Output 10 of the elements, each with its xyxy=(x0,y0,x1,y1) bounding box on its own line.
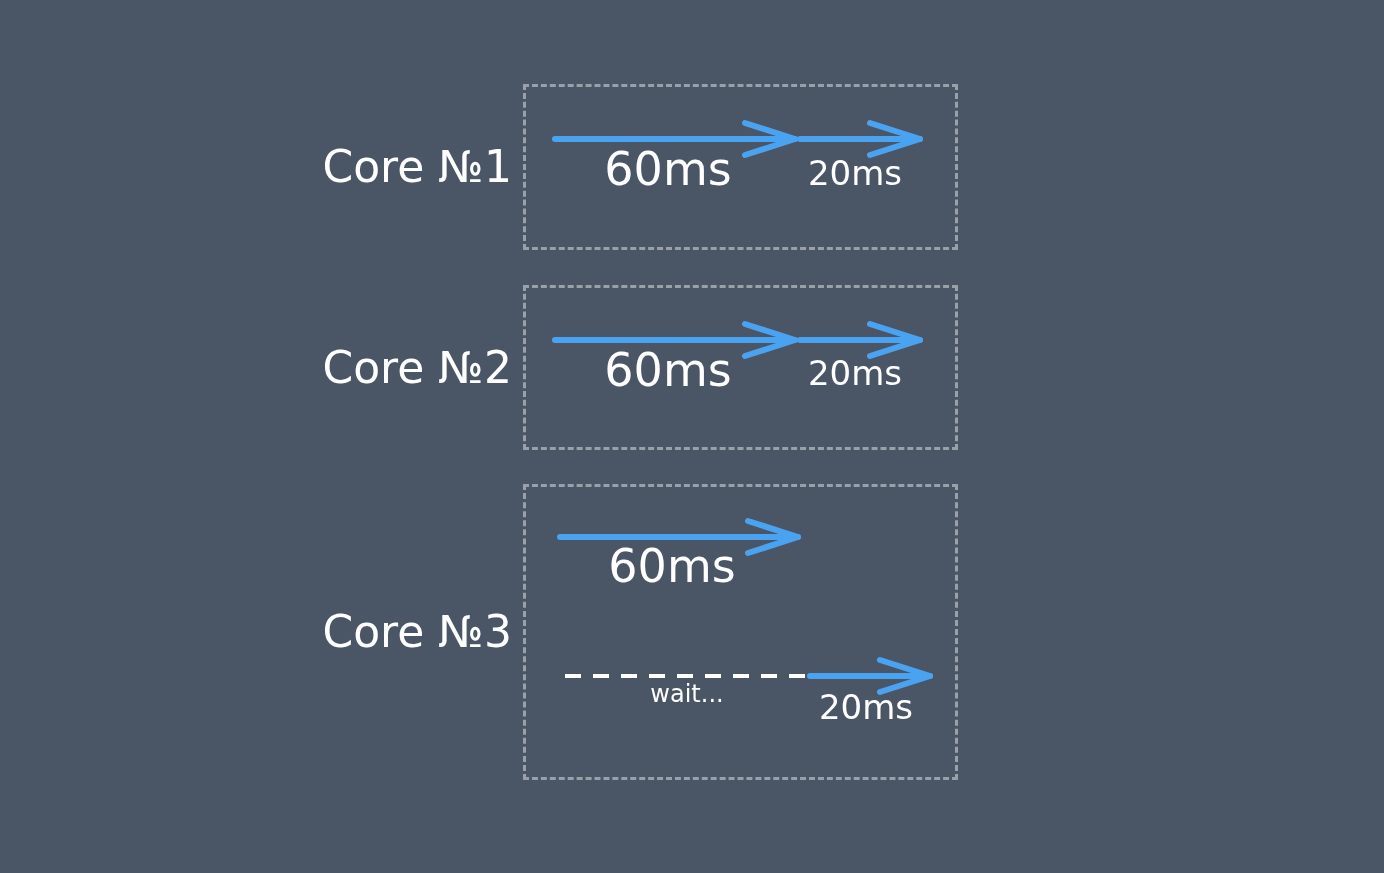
core-label: Core №1 xyxy=(322,145,512,189)
duration-label: 60ms xyxy=(608,543,736,589)
wait-label: wait... xyxy=(650,682,724,706)
duration-label: 20ms xyxy=(818,690,914,724)
core-label: Core №2 xyxy=(322,345,512,390)
duration-label: 60ms xyxy=(604,146,732,192)
duration-label: 20ms xyxy=(807,156,903,190)
duration-label: 20ms xyxy=(807,356,903,390)
core-label: Core №3 xyxy=(322,610,512,654)
duration-label: 60ms xyxy=(604,347,732,393)
